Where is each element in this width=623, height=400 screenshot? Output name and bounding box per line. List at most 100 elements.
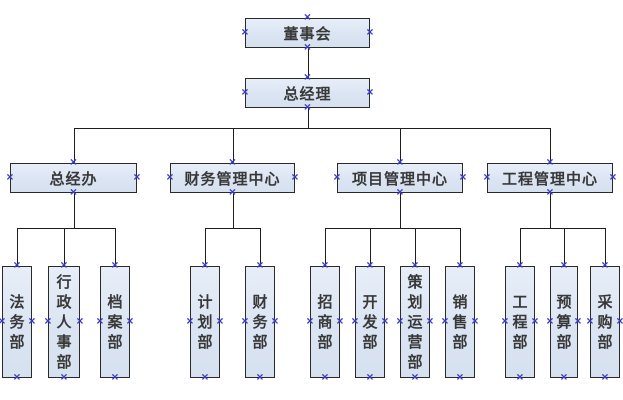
node-sales-dept[interactable]: 销售部 — [445, 266, 475, 378]
anchor-handle-icon[interactable]: × — [365, 259, 375, 271]
anchor-handle-icon[interactable]: × — [335, 315, 345, 327]
connector-line[interactable] — [73, 193, 75, 228]
node-planning-dept[interactable]: 计划部 — [190, 266, 220, 378]
anchor-handle-icon[interactable]: × — [255, 371, 265, 383]
anchor-handle-icon[interactable]: × — [365, 86, 375, 98]
node-finance-center[interactable]: 财务管理中心 — [170, 163, 295, 193]
connector-line[interactable] — [64, 228, 65, 266]
anchor-handle-icon[interactable]: × — [608, 171, 618, 183]
anchor-handle-icon[interactable]: × — [530, 315, 540, 327]
node-finance-dept[interactable]: 财务部 — [245, 266, 275, 378]
anchor-handle-icon[interactable]: × — [303, 101, 312, 113]
anchor-handle-icon[interactable]: × — [27, 315, 37, 327]
anchor-handle-icon[interactable]: × — [305, 315, 315, 327]
anchor-handle-icon[interactable]: × — [425, 315, 435, 327]
anchor-handle-icon[interactable]: × — [365, 371, 375, 383]
connector-line[interactable] — [460, 228, 461, 266]
anchor-handle-icon[interactable]: × — [303, 11, 312, 23]
anchor-handle-icon[interactable]: × — [200, 259, 210, 271]
connector-line[interactable] — [550, 128, 551, 163]
anchor-handle-icon[interactable]: × — [110, 259, 120, 271]
anchor-handle-icon[interactable]: × — [303, 41, 312, 53]
connector-line[interactable] — [325, 228, 326, 266]
anchor-handle-icon[interactable]: × — [228, 186, 237, 198]
anchor-handle-icon[interactable]: × — [615, 315, 623, 327]
connector-line[interactable] — [605, 228, 606, 266]
connector-line[interactable] — [232, 128, 234, 163]
anchor-handle-icon[interactable]: × — [600, 371, 610, 383]
anchor-handle-icon[interactable]: × — [559, 259, 569, 271]
node-budget-dept[interactable]: 预算部 — [550, 266, 578, 378]
connector-line[interactable] — [307, 48, 309, 63]
connector-line[interactable] — [325, 228, 461, 229]
anchor-handle-icon[interactable]: × — [395, 156, 405, 168]
anchor-handle-icon[interactable]: × — [545, 156, 555, 168]
anchor-handle-icon[interactable]: × — [585, 315, 595, 327]
anchor-handle-icon[interactable]: × — [440, 315, 450, 327]
anchor-handle-icon[interactable]: × — [410, 259, 420, 271]
anchor-handle-icon[interactable]: × — [69, 156, 78, 168]
node-legal-dept[interactable]: 法务部 — [2, 266, 32, 378]
connector-line[interactable] — [205, 228, 206, 266]
node-development-dept[interactable]: 开发部 — [355, 266, 385, 378]
anchor-handle-icon[interactable]: × — [350, 315, 360, 327]
connector-line[interactable] — [205, 228, 261, 229]
anchor-handle-icon[interactable]: × — [215, 315, 225, 327]
anchor-handle-icon[interactable]: × — [500, 315, 510, 327]
anchor-handle-icon[interactable]: × — [303, 71, 312, 83]
connector-line[interactable] — [400, 128, 401, 163]
anchor-handle-icon[interactable]: × — [380, 315, 390, 327]
connector-line[interactable] — [520, 228, 521, 266]
connector-line[interactable] — [564, 228, 565, 266]
connector-line[interactable] — [370, 228, 371, 266]
anchor-handle-icon[interactable]: × — [482, 171, 492, 183]
anchor-handle-icon[interactable]: × — [69, 186, 78, 198]
anchor-handle-icon[interactable]: × — [515, 259, 525, 271]
anchor-handle-icon[interactable]: × — [5, 171, 15, 183]
anchor-handle-icon[interactable]: × — [395, 315, 405, 327]
anchor-handle-icon[interactable]: × — [410, 371, 420, 383]
anchor-handle-icon[interactable]: × — [255, 259, 265, 271]
anchor-handle-icon[interactable]: × — [320, 371, 330, 383]
anchor-handle-icon[interactable]: × — [0, 315, 7, 327]
anchor-handle-icon[interactable]: × — [545, 315, 555, 327]
anchor-handle-icon[interactable]: × — [559, 371, 569, 383]
anchor-handle-icon[interactable]: × — [12, 371, 22, 383]
connector-line[interactable] — [73, 128, 75, 163]
anchor-handle-icon[interactable]: × — [240, 86, 250, 98]
node-gm-office[interactable]: 总经办 — [10, 163, 137, 193]
connector-line[interactable] — [115, 228, 116, 266]
anchor-handle-icon[interactable]: × — [470, 315, 480, 327]
connector-line[interactable] — [307, 108, 309, 128]
anchor-handle-icon[interactable]: × — [59, 259, 69, 271]
anchor-handle-icon[interactable]: × — [458, 171, 468, 183]
connector-line[interactable] — [520, 228, 606, 229]
connector-line[interactable] — [17, 228, 18, 266]
node-procurement-dept[interactable]: 采购部 — [590, 266, 620, 378]
anchor-handle-icon[interactable]: × — [270, 315, 280, 327]
connector-line[interactable] — [400, 193, 401, 228]
anchor-handle-icon[interactable]: × — [290, 171, 300, 183]
anchor-handle-icon[interactable]: × — [95, 315, 105, 327]
anchor-handle-icon[interactable]: × — [332, 171, 342, 183]
connector-line[interactable] — [17, 228, 116, 229]
anchor-handle-icon[interactable]: × — [125, 315, 135, 327]
anchor-handle-icon[interactable]: × — [240, 26, 250, 38]
anchor-handle-icon[interactable]: × — [132, 171, 142, 183]
connector-line[interactable] — [415, 228, 416, 266]
node-archives-dept[interactable]: 档案部 — [100, 266, 130, 378]
anchor-handle-icon[interactable]: × — [600, 259, 610, 271]
anchor-handle-icon[interactable]: × — [12, 259, 22, 271]
anchor-handle-icon[interactable]: × — [110, 371, 120, 383]
anchor-handle-icon[interactable]: × — [165, 171, 175, 183]
anchor-handle-icon[interactable]: × — [545, 186, 555, 198]
node-investment-dept[interactable]: 招商部 — [310, 266, 340, 378]
anchor-handle-icon[interactable]: × — [395, 186, 405, 198]
anchor-handle-icon[interactable]: × — [200, 371, 210, 383]
anchor-handle-icon[interactable]: × — [455, 259, 465, 271]
anchor-handle-icon[interactable]: × — [75, 315, 85, 327]
node-board[interactable]: 董事会 — [245, 18, 370, 48]
anchor-handle-icon[interactable]: × — [185, 315, 195, 327]
anchor-handle-icon[interactable]: × — [515, 371, 525, 383]
node-engineering-center[interactable]: 工程管理中心 — [487, 163, 613, 193]
